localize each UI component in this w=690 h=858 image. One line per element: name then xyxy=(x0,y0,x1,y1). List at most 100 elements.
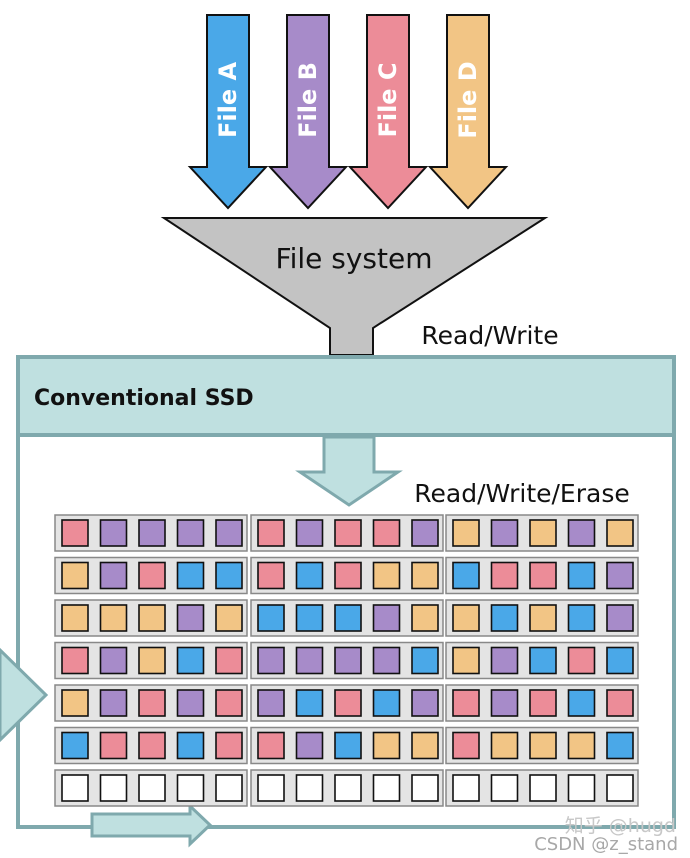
page-cell xyxy=(529,561,557,590)
page-cell xyxy=(99,689,128,717)
page-cell xyxy=(176,604,205,632)
empty-page xyxy=(372,774,401,802)
empty-page xyxy=(490,774,519,802)
page-cell xyxy=(176,646,205,675)
page-cell xyxy=(606,731,634,760)
page-cell xyxy=(138,519,166,547)
page-cell xyxy=(452,561,480,590)
file-d-arrow: File D xyxy=(427,14,509,210)
page-cell xyxy=(452,689,480,717)
page-cell xyxy=(176,689,205,717)
page-cell xyxy=(490,604,519,632)
empty-page xyxy=(99,774,128,802)
left-side-arrow xyxy=(0,647,49,743)
page-cell xyxy=(490,646,519,675)
page-cell xyxy=(452,519,480,547)
watermark-line-1: 知乎 @hugd xyxy=(565,815,676,837)
page-cell xyxy=(411,731,439,760)
read-write-label: Read/Write xyxy=(421,321,558,350)
empty-page xyxy=(295,774,324,802)
page-cell xyxy=(567,604,596,632)
file-a-arrow-shape xyxy=(187,14,269,210)
empty-page xyxy=(411,774,439,802)
page-cell xyxy=(138,689,166,717)
empty-page xyxy=(257,774,285,802)
page-cell xyxy=(372,519,401,547)
page-cell xyxy=(490,561,519,590)
page-cell xyxy=(334,519,362,547)
empty-page xyxy=(61,774,89,802)
page-cell xyxy=(257,731,285,760)
page-cell xyxy=(215,731,243,760)
page-cell xyxy=(606,646,634,675)
ssd-title: Conventional SSD xyxy=(34,386,254,411)
page-cell xyxy=(372,731,401,760)
page-cell xyxy=(257,646,285,675)
file-d-label: File D xyxy=(454,61,482,138)
read-write-erase-label: Read/Write/Erase xyxy=(414,479,629,508)
page-cell xyxy=(452,731,480,760)
page-cell xyxy=(490,689,519,717)
page-cell xyxy=(295,646,324,675)
file-arrows: File A File B File C File D xyxy=(187,14,509,210)
page-cell xyxy=(411,689,439,717)
page-cell xyxy=(606,519,634,547)
page-cell xyxy=(257,604,285,632)
empty-page xyxy=(334,774,362,802)
empty-page xyxy=(452,774,480,802)
empty-page xyxy=(215,774,243,802)
page-cell xyxy=(176,731,205,760)
page-cell xyxy=(138,561,166,590)
page-cell xyxy=(61,731,89,760)
page-cell xyxy=(215,561,243,590)
ssd-header xyxy=(16,355,676,437)
file-b-label: File B xyxy=(294,62,322,138)
page-cell xyxy=(372,689,401,717)
page-cell xyxy=(529,604,557,632)
empty-page xyxy=(567,774,596,802)
page-cell xyxy=(99,646,128,675)
file-c-arrow-shape xyxy=(347,14,429,210)
page-cell xyxy=(567,689,596,717)
page-cell xyxy=(61,561,89,590)
page-cell xyxy=(61,604,89,632)
page-cell xyxy=(257,689,285,717)
internal-down-arrow xyxy=(295,435,403,507)
file-b-arrow: File B xyxy=(267,14,349,210)
page-cell xyxy=(215,519,243,547)
page-cell xyxy=(176,561,205,590)
page-cell xyxy=(411,519,439,547)
page-cell xyxy=(334,646,362,675)
page-cell xyxy=(529,519,557,547)
page-cell xyxy=(490,519,519,547)
file-c-arrow: File C xyxy=(347,14,429,210)
page-cell xyxy=(99,604,128,632)
page-cell xyxy=(99,731,128,760)
page-cell xyxy=(215,604,243,632)
page-cell xyxy=(452,646,480,675)
page-cell xyxy=(257,519,285,547)
page-cell xyxy=(295,689,324,717)
empty-page xyxy=(138,774,166,802)
page-cell xyxy=(567,561,596,590)
bottom-right-arrow xyxy=(90,802,213,848)
page-cell xyxy=(295,519,324,547)
file-a-label: File A xyxy=(214,62,242,138)
page-cell xyxy=(295,731,324,760)
page-cell xyxy=(138,731,166,760)
file-a-arrow: File A xyxy=(187,14,269,210)
page-cell xyxy=(372,561,401,590)
page-cell xyxy=(334,561,362,590)
file-d-arrow-shape xyxy=(427,14,509,210)
page-cell xyxy=(411,604,439,632)
page-cell xyxy=(490,731,519,760)
page-cell xyxy=(99,519,128,547)
page-cell xyxy=(606,561,634,590)
page-cell xyxy=(529,731,557,760)
page-cell xyxy=(138,604,166,632)
page-cell xyxy=(411,561,439,590)
page-cell xyxy=(372,604,401,632)
page-cell xyxy=(215,646,243,675)
page-cell xyxy=(61,646,89,675)
